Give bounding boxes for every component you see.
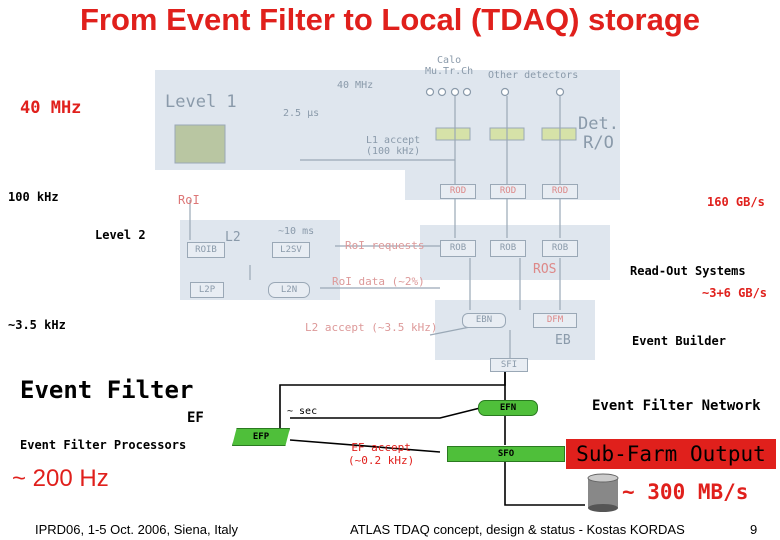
- event-builder-label: Event Builder: [632, 334, 726, 348]
- l2sv-box: L2SV: [272, 242, 310, 258]
- rate-3-5khz: ~3.5 kHz: [8, 318, 66, 332]
- rod-box-2: ROD: [490, 184, 526, 199]
- bw-ros: ~3+6 GB/s: [702, 286, 768, 300]
- ef-accept-label: EF accept (~0.2 kHz): [348, 441, 415, 467]
- roi-data-label: RoI data (~2%): [332, 275, 425, 288]
- read-out-systems-label: Read-Out Systems: [630, 264, 746, 278]
- rate-100khz: 100 kHz: [8, 190, 59, 204]
- rob-box-3: ROB: [542, 240, 578, 257]
- level2-label: Level 2: [95, 228, 146, 242]
- other-detectors-label: Other detectors: [488, 70, 579, 81]
- roib-box: ROIB: [187, 242, 225, 258]
- rod-box-1: ROD: [440, 184, 476, 199]
- page-number: 9: [750, 522, 758, 537]
- rob-box-2: ROB: [490, 240, 526, 257]
- l2-latency-label: ~10 ms: [278, 226, 315, 237]
- level1-label: Level 1: [165, 92, 237, 112]
- l1-rate-label: 40 MHz: [337, 80, 374, 91]
- eb-panel: [435, 300, 595, 360]
- det-ro-label: Det. R/O: [578, 114, 619, 153]
- ef-latency-label: ~ sec: [287, 406, 318, 417]
- rate-40mhz: 40 MHz: [20, 98, 82, 118]
- rod-box-3: ROD: [542, 184, 578, 199]
- footer-center: ATLAS TDAQ concept, design & status - Ko…: [350, 522, 685, 537]
- ebn-box: EBN: [462, 313, 506, 328]
- ef-label: EF: [187, 410, 204, 426]
- calo-label: Calo Mu.Tr.Ch: [425, 55, 474, 77]
- l2-label: L2: [225, 230, 241, 245]
- slide-title: From Event Filter to Local (TDAQ) storag…: [79, 2, 701, 37]
- data-flow-lines: [279, 370, 585, 506]
- faded-links: [189, 96, 561, 360]
- event-filter-network-label: Event Filter Network: [592, 398, 761, 414]
- sfi-box: SFI: [490, 358, 528, 372]
- event-filter-processors-label: Event Filter Processors: [20, 438, 187, 452]
- rob-box-1: ROB: [440, 240, 476, 257]
- l1-accept-label: L1 accept (100 kHz): [366, 135, 421, 157]
- efp-box: EFP: [232, 428, 290, 446]
- l2n-box: L2N: [268, 282, 310, 298]
- calo-nodes: [425, 87, 565, 97]
- event-filter-heading: Event Filter: [20, 376, 194, 404]
- det-ro-boxes: [435, 127, 577, 141]
- dfm-box: DFM: [533, 313, 577, 328]
- footer-left: IPRD06, 1-5 Oct. 2006, Siena, Italy: [35, 522, 239, 537]
- rate-200hz: ~ 200 Hz: [12, 465, 109, 492]
- sub-farm-output-label: Sub-Farm Output: [566, 439, 776, 469]
- efn-box: EFN: [478, 400, 538, 416]
- level1-image: [174, 124, 226, 164]
- roi-label: RoI: [178, 193, 200, 207]
- bw-160gbs: 160 GB/s: [707, 195, 765, 209]
- eb-label: EB: [555, 333, 571, 348]
- ros-label: ROS: [533, 262, 557, 277]
- sfo-box: SFO: [447, 446, 565, 462]
- bw-300mbs: ~ 300 MB/s: [622, 480, 749, 504]
- l1-latency-label: 2.5 μs: [283, 108, 320, 119]
- l2p-box: L2P: [190, 282, 224, 298]
- l2-accept-label: L2 accept (~3.5 kHz): [305, 321, 438, 334]
- storage-disk-icon: [587, 473, 619, 512]
- roi-requests-label: RoI requests: [345, 239, 425, 252]
